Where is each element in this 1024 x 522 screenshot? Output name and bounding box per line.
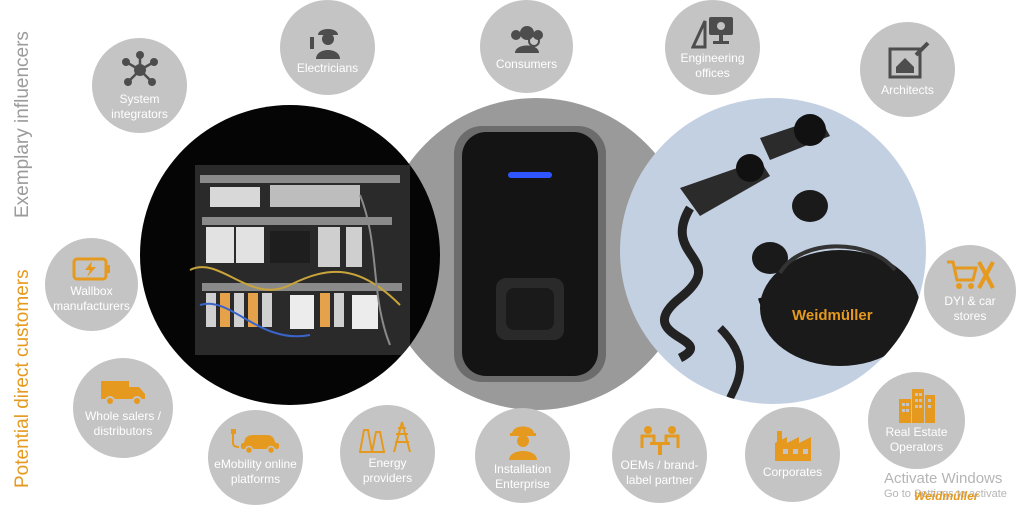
node-real-estate-operators: Real Estate Operators xyxy=(868,372,965,469)
node-label: eMobility online platforms xyxy=(214,456,297,486)
factory-icon xyxy=(774,431,811,461)
node-label: Energy providers xyxy=(362,455,413,485)
bag-brand-text: Weidmüller xyxy=(792,307,873,324)
worker-icon xyxy=(508,426,537,460)
node-label: Corporates xyxy=(762,465,823,479)
node-engineering-offices: Engineering offices xyxy=(665,0,760,95)
node-label: Real Estate Operators xyxy=(885,424,948,454)
activate-windows-watermark: Activate Windows Go to Settings to activ… xyxy=(884,470,1007,503)
node-wholesalers: Whole salers / distributors xyxy=(73,358,173,458)
node-consumers: Consumers xyxy=(480,0,573,93)
network-icon xyxy=(121,50,158,86)
node-label: Whole salers / distributors xyxy=(84,409,162,438)
electric-car-icon xyxy=(230,428,279,454)
watermark-subtitle: Go to Settings to activate xyxy=(884,488,1007,500)
node-label: Engineering offices xyxy=(680,50,745,80)
side-label-customers: Potential direct customers xyxy=(12,269,33,488)
node-label: Installation Enterprise xyxy=(493,461,552,491)
meeting-icon xyxy=(640,425,679,455)
cart-tools-icon xyxy=(947,260,995,289)
architect-icon xyxy=(888,41,929,79)
node-emobility-platforms: eMobility online platforms xyxy=(208,410,303,505)
node-electricians: Electricians xyxy=(280,0,375,95)
node-label: Architects xyxy=(881,83,934,97)
node-label: Electricians xyxy=(296,61,359,75)
electrician-icon xyxy=(309,29,340,59)
node-label: OEMs / brand-label partner xyxy=(620,457,699,487)
power-plant-icon xyxy=(358,421,411,453)
node-label: System integrators xyxy=(111,91,168,121)
node-label: Consumers xyxy=(495,57,558,71)
node-wallbox-manufacturers: Wallbox manufacturers xyxy=(45,238,138,331)
watermark-title: Activate Windows xyxy=(884,470,1003,487)
truck-icon xyxy=(101,381,145,406)
node-corporates: Corporates xyxy=(745,407,840,502)
node-label: Wallbox manufacturers xyxy=(53,283,130,313)
buildings-icon xyxy=(898,388,935,423)
node-system-integrators: System integrators xyxy=(92,38,187,133)
control-cabinet-image xyxy=(140,105,440,405)
battery-charging-icon xyxy=(72,257,110,280)
node-energy-providers: Energy providers xyxy=(340,405,435,500)
node-dyi-car-stores: DYI & car stores xyxy=(924,245,1016,337)
engineering-icon xyxy=(690,16,733,48)
consumers-icon xyxy=(510,26,543,53)
node-oems-partner: OEMs / brand-label partner xyxy=(612,408,707,503)
node-architects: Architects xyxy=(860,22,955,117)
node-label: DYI & car stores xyxy=(944,294,996,323)
side-label-influencers: Exemplary influencers xyxy=(12,31,33,218)
node-installation-enterprise: Installation Enterprise xyxy=(475,408,570,503)
weidmuller-logo: Weidmüller xyxy=(914,489,979,503)
charging-cable-image: Weidmüller xyxy=(620,98,926,404)
